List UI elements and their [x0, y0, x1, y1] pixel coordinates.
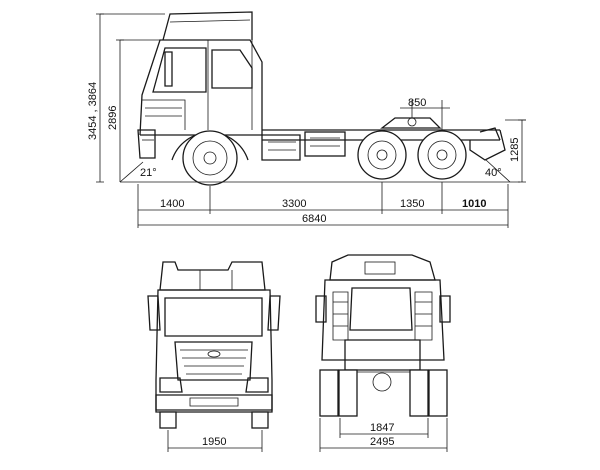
dim-overall-length: 6840 — [302, 213, 326, 225]
front-view — [147, 261, 281, 452]
dim-wheelbase-2: 1350 — [400, 198, 424, 210]
dim-rear-overhang: 1010 — [462, 198, 486, 210]
dim-wheelbase-1: 3300 — [282, 198, 306, 210]
dim-fifth-wheel-offset: 850 — [408, 97, 426, 109]
dim-rear-track: 1847 — [370, 422, 394, 434]
side-view — [96, 11, 526, 228]
dim-height-total: 3454 , 3864 — [87, 82, 99, 140]
dim-departure-angle: 40° — [485, 167, 502, 179]
dim-frame-height: 1285 — [509, 138, 521, 162]
dim-front-overhang: 1400 — [160, 198, 184, 210]
rear-view — [315, 254, 451, 452]
dim-front-track: 1950 — [202, 436, 226, 448]
dim-height-cab: 2896 — [107, 106, 119, 130]
dim-overall-width: 2495 — [370, 436, 394, 448]
dim-approach-angle: 21° — [140, 167, 157, 179]
